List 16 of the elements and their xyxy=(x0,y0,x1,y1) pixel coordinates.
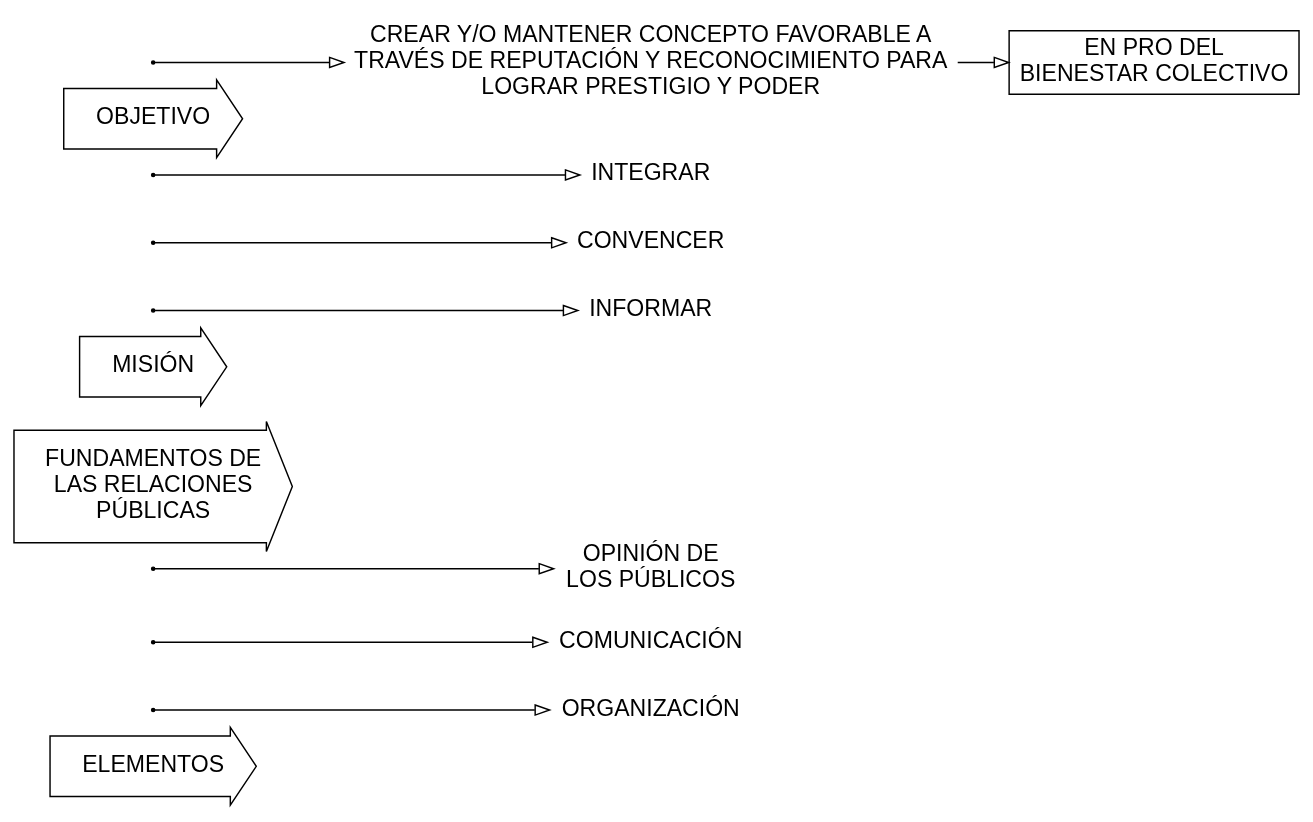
arrow xyxy=(154,236,569,249)
node-box: EN PRO DEL BIENESTAR COLECTIVO xyxy=(1008,29,1300,95)
node-text: CONVENCER xyxy=(577,226,725,253)
arrow xyxy=(154,55,347,69)
node-text: ORGANIZACIÓN xyxy=(561,694,740,721)
arrow xyxy=(154,304,580,317)
arrow xyxy=(154,562,556,575)
node-text: OPINIÓN DE LOS PÚBLICOS xyxy=(566,539,736,592)
arrow xyxy=(154,703,552,716)
node-text: COMUNICACIÓN xyxy=(559,626,743,653)
node-text: CREAR Y/O MANTENER CONCEPTO FAVORABLE A TRAVÉS DE REPUTACIÓN Y RECONOCIMIENTO PARA LOGRAR PRESTIGIO Y PODER xyxy=(354,20,948,99)
arrow xyxy=(957,55,1011,69)
arrow xyxy=(154,635,550,648)
node-text: INTEGRAR xyxy=(591,158,711,185)
arrow xyxy=(154,168,583,181)
node-text: INFORMAR xyxy=(589,294,713,321)
